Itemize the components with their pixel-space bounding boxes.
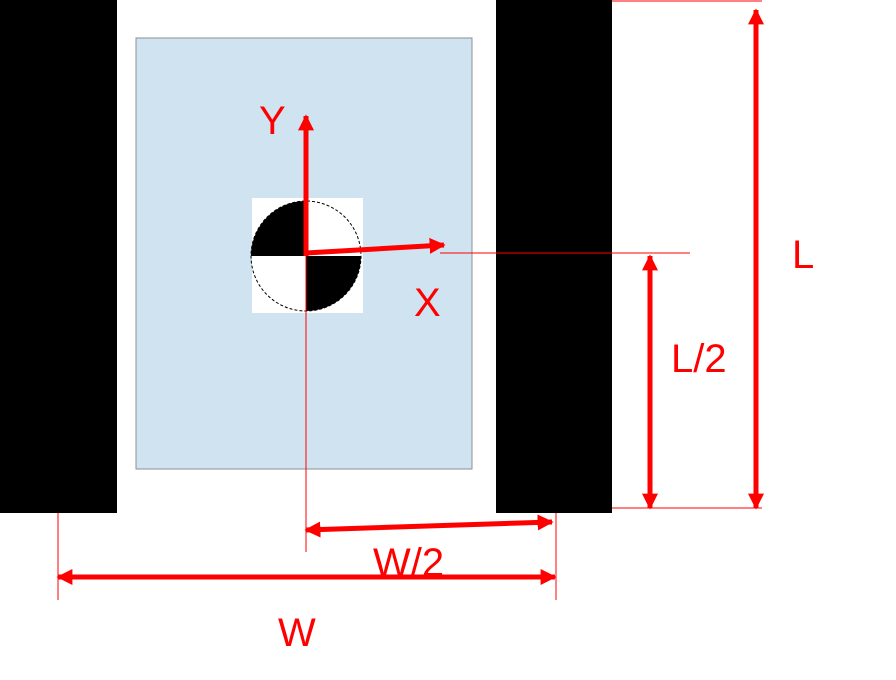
reference-lines [57, 0, 762, 600]
half-width-label: W/2 [373, 541, 444, 585]
y-axis-label: Y [259, 99, 286, 143]
length-label: L [792, 233, 814, 277]
width-label: W [278, 611, 316, 655]
left-track [0, 0, 117, 513]
half-length-label: L/2 [671, 337, 727, 381]
x-axis-label: X [414, 281, 441, 325]
x-axis-arrow [305, 237, 446, 256]
half-width-arrow [304, 514, 554, 538]
right-track [496, 0, 612, 513]
